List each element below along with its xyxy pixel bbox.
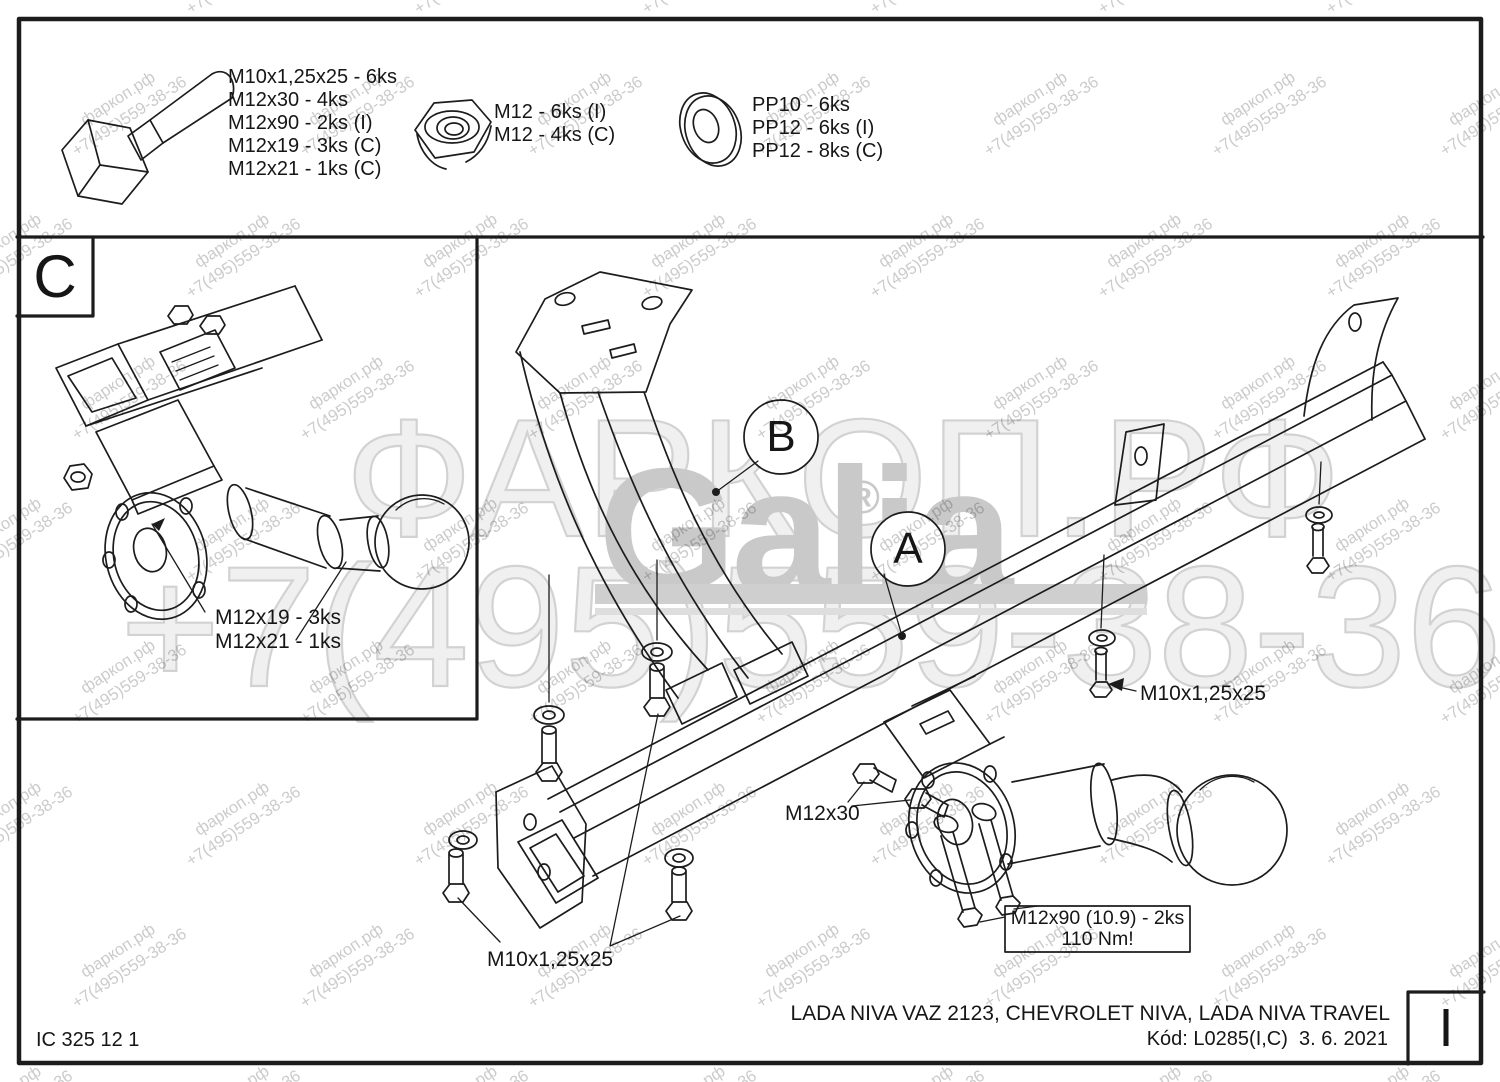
inset-callout-line: M12x21 - 1ks (215, 630, 342, 653)
galia-logo-underline-thin (595, 608, 1147, 615)
callout-b: B (766, 412, 796, 461)
galia-logo-underline (595, 584, 1147, 604)
nut-icon (414, 99, 492, 170)
nut-spec-line: M12 - 6ks (I) (494, 101, 607, 123)
label-m10-bottom: M10x1,25x25 (487, 948, 614, 971)
callout-leaders (457, 399, 1191, 953)
fastener-hardware (442, 461, 1333, 928)
view-label-c: C (33, 243, 77, 310)
torque-note-line1: M12x90 (10.9) - 2ks (1010, 907, 1185, 929)
bolt-spec-line: M12x30 - 4ks (228, 89, 349, 111)
main-towbar-drawing (495, 271, 1426, 929)
washer-spec-line: PP12 - 8ks (C) (752, 140, 884, 162)
registered-trademark-icon: ® (846, 471, 880, 523)
bolt-spec-line: M12x19 - 3ks (C) (228, 135, 382, 157)
code-and-date: Kód: L0285(I,C) 3. 6. 2021 (1146, 1028, 1388, 1050)
watermark-big-line2: +7(495)559-38-36 (119, 530, 1500, 724)
nut-spec-line: M12 - 4ks (C) (494, 124, 616, 146)
callout-a: A (893, 524, 923, 573)
washer-spec-line: PP10 - 6ks (752, 94, 850, 116)
bolt-icon (61, 70, 235, 205)
label-m10-right: M10x1,25x25 (1140, 682, 1267, 705)
label-m12x30: M12x30 (785, 802, 860, 825)
document-number: IC 325 12 1 (36, 1029, 140, 1051)
washer-spec-line: PP12 - 6ks (I) (752, 117, 875, 139)
revision-letter: I (1438, 998, 1454, 1058)
torque-note-box: M12x90 (10.9) - 2ks 110 Nm! (1005, 906, 1190, 952)
bolt-spec-line: M12x21 - 1ks (C) (228, 158, 382, 180)
inset-callout-line: M12x19 - 3ks (215, 606, 342, 629)
vehicle-title: LADA NIVA VAZ 2123, CHEVROLET NIVA, LADA… (790, 1002, 1390, 1025)
sheet-frame (15, 16, 1486, 1066)
inset-view-drawing (55, 285, 470, 641)
watermark-big-line1: ФАРКОП.РФ (344, 383, 1344, 573)
torque-note-line2: 110 Nm! (1061, 928, 1134, 950)
bolt-spec-line: M10x1,25x25 - 6ks (228, 66, 397, 88)
washer-icon (678, 92, 743, 167)
bolt-spec-line: M12x90 - 2ks (I) (228, 112, 373, 134)
